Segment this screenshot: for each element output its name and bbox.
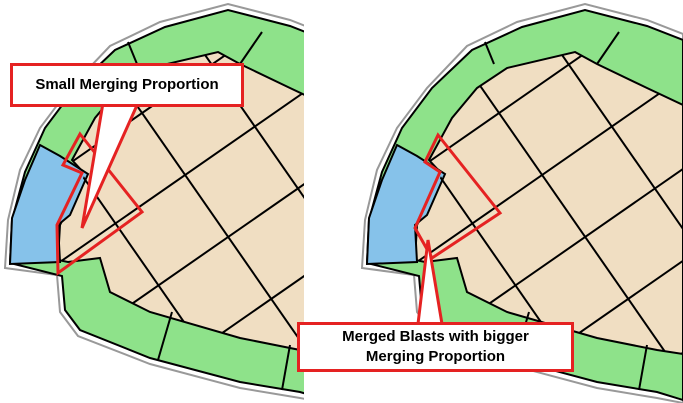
left-map (0, 0, 326, 403)
left-callout: Small Merging Proportion (10, 63, 244, 107)
right-callout: Merged Blasts with bigger Merging Propor… (297, 322, 574, 372)
small-merge-highlight (55, 131, 145, 276)
merged-blasts-highlight (413, 132, 503, 261)
right-callout-line2: Merging Proportion (365, 348, 506, 365)
right-callout-line1: Merged Blasts with bigger (342, 328, 529, 345)
left-callout-text: Small Merging Proportion (35, 76, 219, 93)
